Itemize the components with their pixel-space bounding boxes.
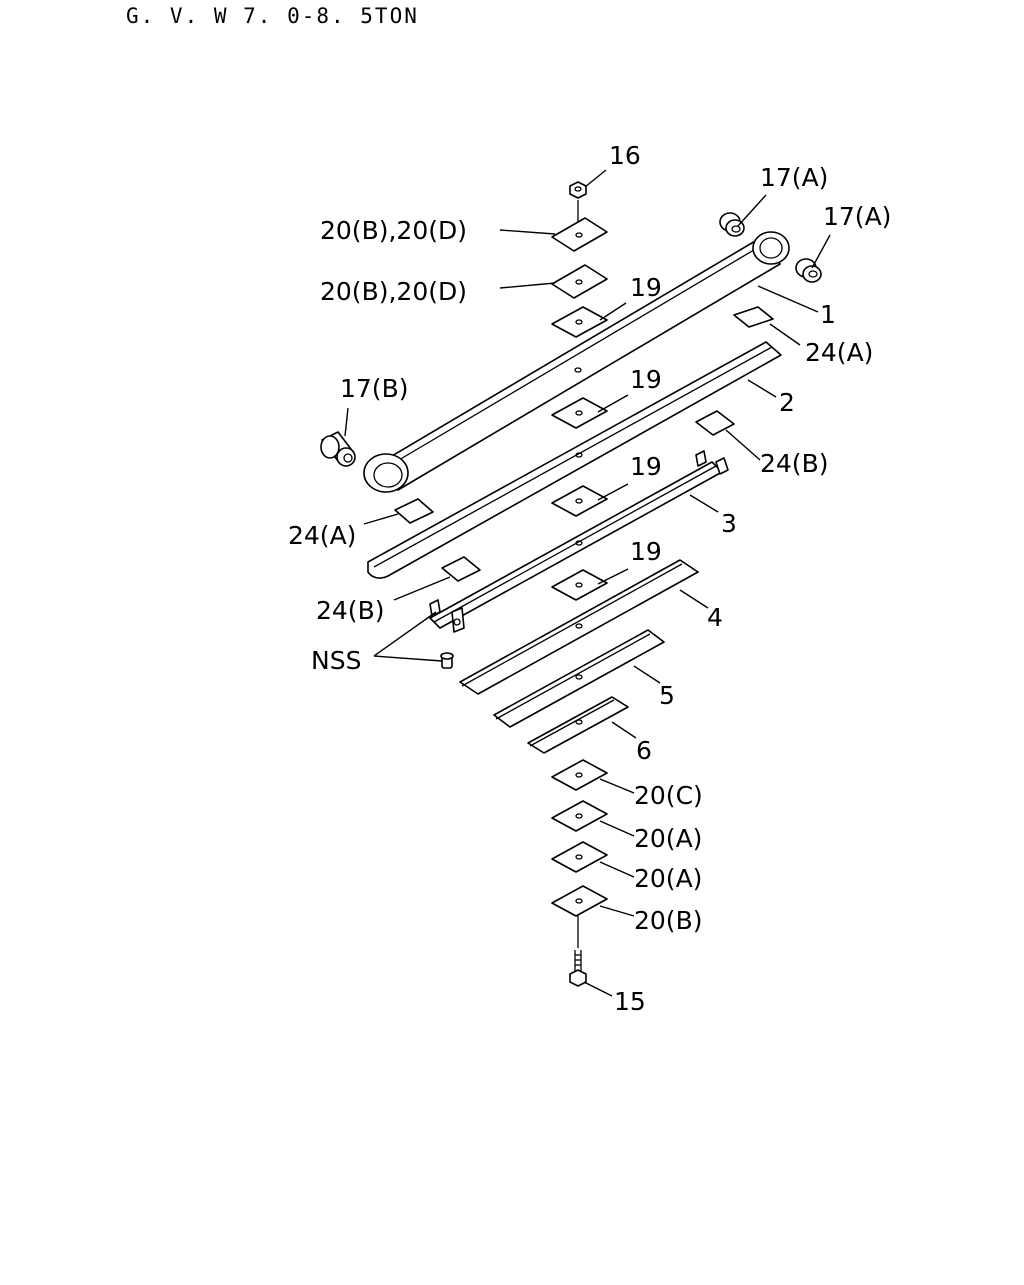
label-19-a: 19: [630, 273, 662, 302]
label-24a-right: 24(A): [805, 338, 873, 367]
leaf-6: [527, 696, 629, 754]
pad-19-d: [551, 569, 608, 601]
pad-24b-right: [695, 410, 735, 436]
label-6: 6: [636, 736, 652, 765]
label-19-b: 19: [630, 365, 662, 394]
main-leaf-1: [363, 231, 790, 493]
leaf-5: [493, 629, 665, 728]
leader-lines: [344, 169, 831, 997]
label-5: 5: [659, 681, 675, 710]
nut-16: [569, 181, 587, 199]
bushing-17a-lower: [795, 258, 822, 283]
label-17b: 17(B): [340, 374, 408, 403]
spacer-plate-20a-lower: [551, 841, 608, 873]
leaf-3: [429, 450, 729, 633]
pad-24a-right: [733, 306, 774, 328]
diagram-title: G. V. W 7. 0-8. 5TON: [126, 4, 419, 28]
spacer-plate-20bd-upper: [551, 217, 608, 252]
bushing-17b: [320, 431, 356, 467]
leaf-4: [459, 559, 699, 695]
pad-19-c: [551, 485, 608, 517]
label-2: 2: [779, 388, 795, 417]
label-17a-upper: 17(A): [760, 163, 828, 192]
spacer-plate-20bd-lower: [551, 264, 608, 299]
leaf-2: [367, 341, 782, 579]
label-15: 15: [614, 987, 646, 1016]
label-20bd-upper: 20(B),20(D): [320, 216, 467, 245]
label-19-d: 19: [630, 537, 662, 566]
label-20c: 20(C): [634, 781, 703, 810]
spacer-plate-20a-upper: [551, 800, 608, 832]
label-1: 1: [820, 300, 836, 329]
label-nss: NSS: [311, 646, 361, 675]
bushing-17a-upper: [719, 212, 745, 237]
pad-24b-left: [441, 556, 481, 582]
label-24b-right: 24(B): [760, 449, 828, 478]
pad-19-a: [551, 306, 608, 338]
label-20a-upper: 20(A): [634, 824, 702, 853]
spacer-plate-20b: [551, 885, 608, 917]
pad-19-b: [551, 397, 608, 429]
label-17a-lower: 17(A): [823, 202, 891, 231]
label-3: 3: [721, 509, 737, 538]
center-bolt-15: [569, 950, 587, 987]
label-20bd-lower: 20(B),20(D): [320, 277, 467, 306]
label-24a-left: 24(A): [288, 521, 356, 550]
nss-bolt: [440, 652, 454, 669]
label-16: 16: [609, 141, 641, 170]
label-20b: 20(B): [634, 906, 702, 935]
label-4: 4: [707, 603, 723, 632]
spacer-plate-20c: [551, 759, 608, 791]
label-20a-lower: 20(A): [634, 864, 702, 893]
label-19-c: 19: [630, 452, 662, 481]
pad-24a-left: [394, 498, 434, 524]
label-24b-left: 24(B): [316, 596, 384, 625]
